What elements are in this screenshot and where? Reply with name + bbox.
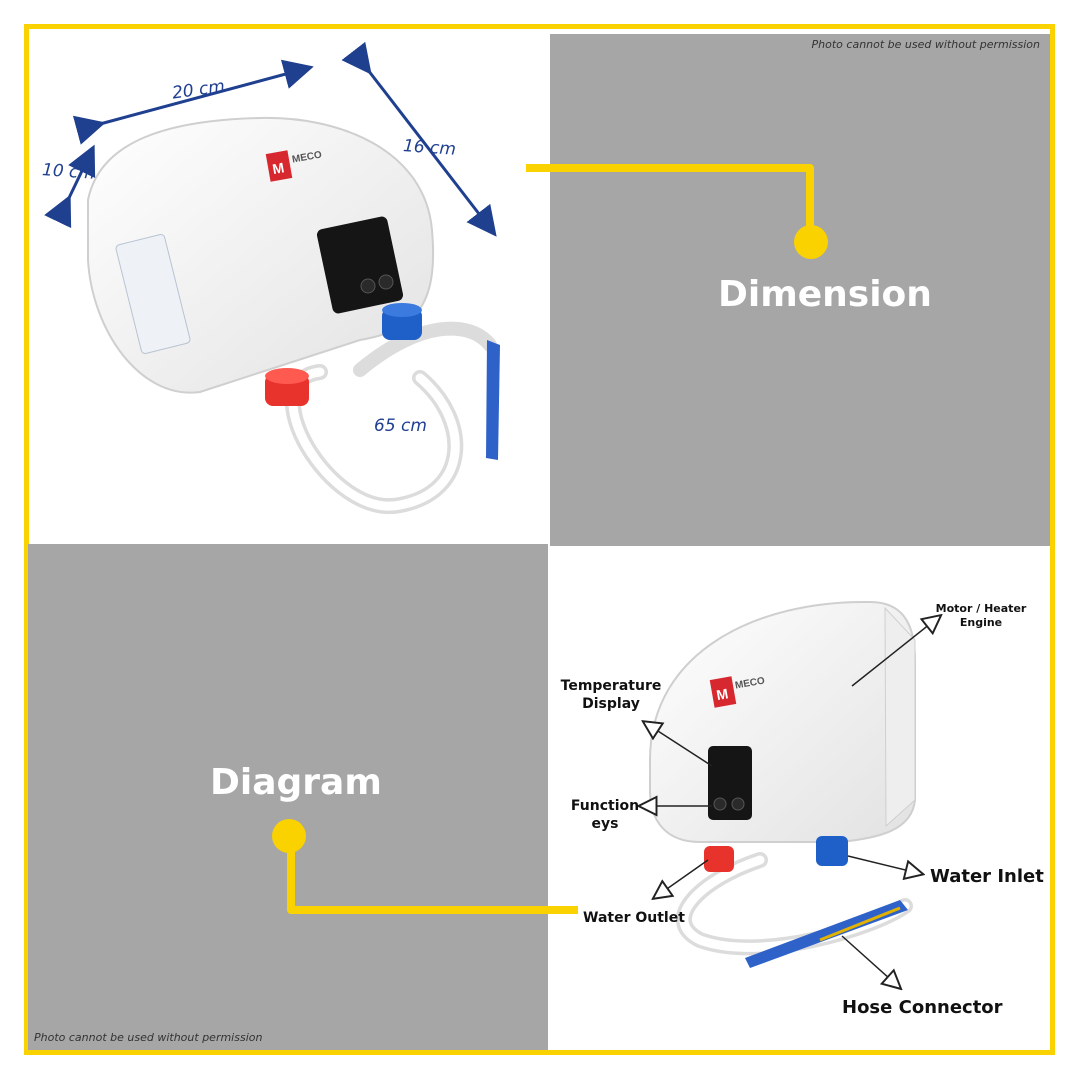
diagram-connector [272,819,578,914]
diagram-heading: Diagram [210,762,382,803]
callout-motor-heater: Motor / Heater Engine [930,602,1032,631]
dimension-connector [526,164,828,259]
callout-function-line1: Function [570,798,640,814]
heater-product-top: M [44,41,500,515]
svg-text:M: M [715,685,729,703]
callout-hose-connector: Hose Connector [842,997,1003,1018]
hose-length-label: 65 cm [374,416,427,436]
callout-function-keys: Function eys [566,797,644,833]
callout-water-inlet: Water Inlet [930,866,1044,887]
depth-label: 10 cm [41,160,96,184]
callout-motor-line2: Engine [959,616,1003,630]
heater-product-bottom: M [649,600,916,968]
callout-function-line2: eys [591,816,619,833]
meco-logo: M [265,150,293,182]
meco-logo-bottom: M [709,676,737,708]
callout-temperature-display: Temperature Display [558,677,664,713]
watermark-top: Photo cannot be used without permission [811,38,1040,51]
diagram-panel [28,544,548,1050]
watermark-bottom: Photo cannot be used without permission [34,1031,263,1044]
dimension-panel [550,34,1050,546]
callout-temperature-line1: Temperature [560,678,662,694]
height-label: 16 cm [402,136,457,160]
callout-arrows [640,616,940,988]
callout-water-outlet: Water Outlet [583,910,685,926]
svg-text:M: M [271,159,285,177]
dimension-heading: Dimension [718,274,932,315]
callout-motor-line1: Motor / Heater [935,602,1027,615]
callout-temperature-line2: Display [582,696,640,713]
